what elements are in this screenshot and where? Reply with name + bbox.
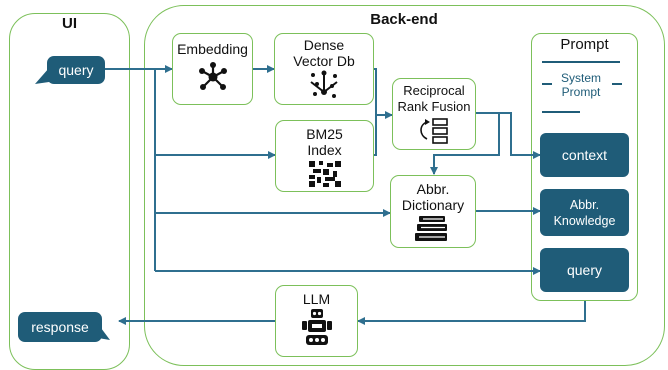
embedding-label: Embedding bbox=[177, 41, 248, 57]
llm-node: LLM bbox=[275, 285, 358, 357]
query-bubble-label: query bbox=[58, 62, 94, 78]
query-bubble-tail bbox=[35, 68, 49, 84]
books-icon bbox=[415, 216, 447, 241]
prompt-query-label: query bbox=[566, 262, 603, 278]
rrf-label: Reciprocal Rank Fusion bbox=[397, 83, 471, 114]
edge-prompt-to-llm bbox=[357, 301, 586, 325]
edge-rrf-to-abbr-dict bbox=[430, 113, 500, 175]
ui-panel-title: UI bbox=[62, 15, 77, 32]
context-label: context bbox=[561, 147, 608, 163]
dense-vector-db-label: Dense Vector Db bbox=[293, 37, 355, 69]
edge-bm25-to-rrf bbox=[374, 111, 393, 156]
abbr-dictionary-label: Abbr. Dictionary bbox=[401, 181, 465, 213]
rank-list-icon bbox=[420, 118, 448, 144]
qr-index-icon bbox=[308, 161, 341, 187]
system-prompt-label: System Prompt bbox=[560, 71, 601, 99]
vector-db-icon bbox=[310, 70, 338, 98]
abbr-dictionary-node: Abbr. Dictionary bbox=[390, 175, 476, 248]
response-bubble: response bbox=[18, 312, 102, 342]
bm25-index-node: BM25 Index bbox=[275, 120, 374, 192]
context-box: context bbox=[540, 133, 629, 177]
rrf-node: Reciprocal Rank Fusion bbox=[392, 78, 476, 150]
backend-panel-title: Back-end bbox=[370, 11, 438, 28]
prompt-query-box: query bbox=[540, 248, 629, 292]
response-bubble-tail bbox=[98, 324, 110, 340]
abbr-knowledge-label: Abbr. Knowledge bbox=[553, 197, 616, 228]
system-prompt-lines bbox=[542, 61, 622, 113]
embedding-node: Embedding bbox=[172, 33, 253, 105]
robot-icon bbox=[301, 309, 332, 345]
abbr-knowledge-box: Abbr. Knowledge bbox=[540, 189, 629, 236]
edge-rrf-to-context bbox=[476, 112, 541, 159]
prompt-panel-title: Prompt bbox=[560, 36, 609, 53]
bm25-index-label: BM25 Index bbox=[306, 126, 343, 158]
response-bubble-label: response bbox=[31, 319, 89, 335]
dense-vector-db-node: Dense Vector Db bbox=[274, 33, 374, 105]
llm-label: LLM bbox=[302, 291, 331, 307]
query-bubble[interactable]: query bbox=[47, 56, 105, 84]
network-icon bbox=[198, 62, 227, 90]
edge-dense-to-rrf bbox=[374, 68, 377, 115]
